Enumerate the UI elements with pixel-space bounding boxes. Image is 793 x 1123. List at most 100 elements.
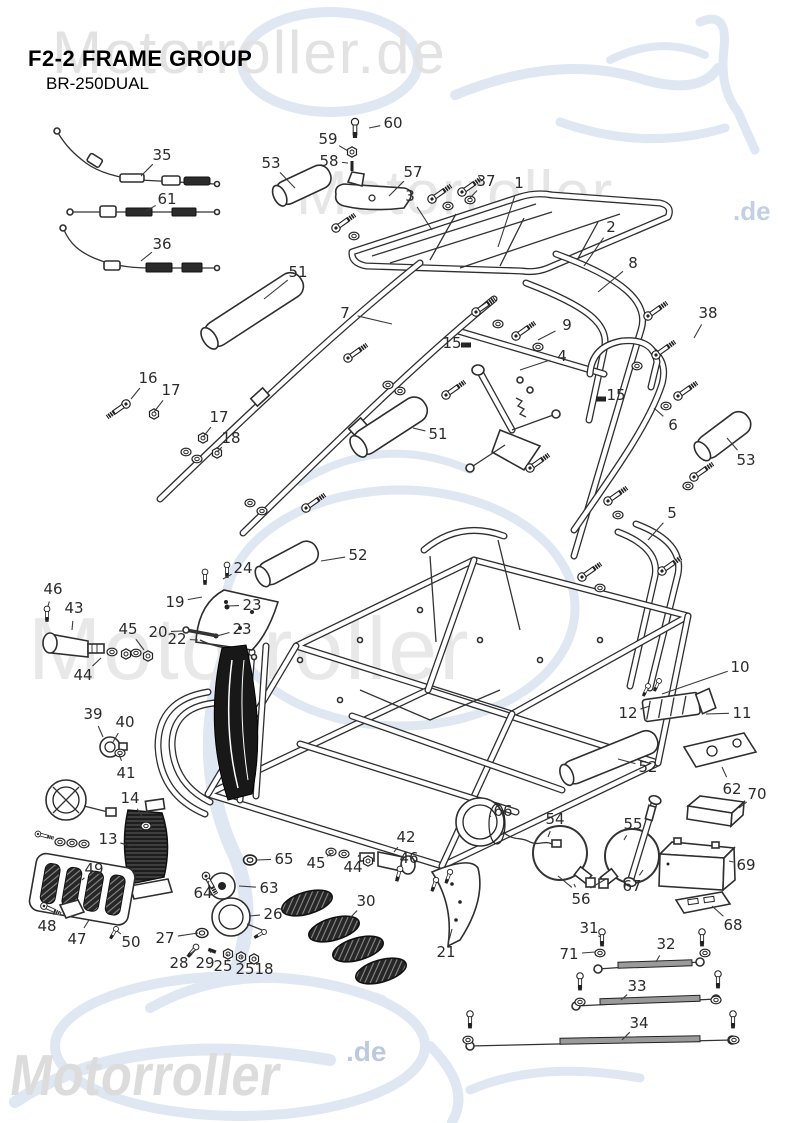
leader-line [216, 446, 223, 453]
leader-line [623, 835, 628, 841]
leader-line [120, 842, 131, 847]
leader-line [83, 919, 90, 929]
leader-line [222, 573, 232, 580]
cable-61 [66, 205, 221, 218]
plate-62 [682, 732, 758, 768]
leader-line [52, 911, 56, 915]
model-subtitle: BR-250DUAL [46, 74, 149, 93]
leader-line [357, 315, 393, 325]
leader-line [116, 930, 122, 935]
headlight-66 [455, 797, 562, 848]
leader-line [279, 171, 296, 189]
leader-line [256, 858, 272, 861]
front-cowl-panel [213, 644, 259, 801]
leader-line [47, 601, 50, 607]
leader-line [202, 426, 212, 438]
lamp-26-27 [195, 897, 268, 941]
leader-line [557, 875, 573, 888]
leader-line [320, 556, 346, 562]
watermark-bottom-de: .de [346, 1036, 387, 1067]
turn-signal-42-46 [325, 847, 416, 883]
hardware-washers-nuts [54, 195, 694, 965]
mesh-grille-ovals-30 [281, 889, 407, 985]
leader-line [388, 180, 405, 197]
leader-line [140, 251, 153, 262]
leader-line [400, 864, 403, 867]
leader-line [638, 869, 644, 876]
leader-line [547, 830, 551, 838]
leader-line [705, 712, 730, 715]
leader-line [135, 639, 145, 651]
leader-line [655, 955, 661, 963]
steering-support-4 [465, 364, 561, 473]
hardware-57-60 [346, 117, 360, 171]
luggage-rack-frame-1-3 [352, 194, 669, 272]
leader-line [112, 732, 119, 743]
leader-line [140, 163, 154, 177]
leader-line [711, 905, 724, 917]
leader-line [617, 758, 636, 765]
tie-rods-32-33-34 [462, 928, 740, 1051]
leader-line [583, 237, 605, 267]
leader-line [653, 407, 664, 417]
leader-line [597, 270, 624, 293]
leader-line [118, 753, 123, 761]
plate-68 [674, 891, 732, 914]
leader-line [357, 854, 360, 858]
leader-line [537, 330, 556, 341]
watermark-mid-de: .de [733, 196, 771, 226]
leader-line [209, 950, 212, 954]
footpeg-10-11-12 [640, 677, 717, 723]
bracket-57 [334, 171, 412, 211]
watermark-top: Motorroller.de [52, 19, 447, 86]
leader-line [338, 145, 349, 152]
leader-line [187, 596, 203, 601]
leader-line [416, 206, 433, 231]
leader-line [728, 860, 734, 863]
strap-loops-54-55-56 [532, 825, 660, 889]
leader-line [581, 951, 596, 954]
leader-line [92, 657, 102, 667]
leader-line [620, 994, 628, 1001]
leader-line [721, 766, 728, 778]
leader-line [226, 953, 229, 957]
leader-line [693, 324, 703, 339]
headlamp-41 [45, 779, 117, 821]
leader-lines [47, 125, 748, 1041]
leader-line [469, 190, 478, 199]
leader-line [207, 880, 210, 884]
leader-line [497, 195, 516, 248]
turn-signal-43-45 [42, 632, 154, 662]
leader-line [726, 437, 738, 451]
leader-line [177, 932, 199, 937]
leader-line [263, 279, 289, 300]
leader-line [598, 935, 601, 938]
leader-line [448, 928, 453, 940]
leader-line [738, 801, 748, 809]
leader-line [349, 910, 358, 919]
leader-line [647, 522, 664, 541]
leader-line [640, 705, 651, 710]
leader-line [188, 949, 196, 956]
leader-line [136, 808, 143, 817]
page-header: F2-2 FRAME GROUP BR-250DUAL [28, 46, 252, 94]
leader-line [71, 620, 74, 631]
leader-line [341, 161, 349, 164]
leader-line [573, 883, 577, 888]
main-chassis-frame-5 [158, 524, 688, 866]
leader-line [216, 631, 230, 637]
leader-line [97, 725, 104, 738]
pad-70 [686, 795, 746, 828]
fender-21 [428, 862, 481, 948]
leader-line [590, 878, 607, 889]
leader-line [393, 846, 399, 853]
leader-line [661, 670, 728, 695]
page-title: F2-2 FRAME GROUP [28, 46, 253, 71]
throttle-cable-35 [53, 127, 221, 188]
front-cage-tubes-7 [160, 263, 494, 533]
leader-line [368, 125, 381, 129]
leader-line [519, 359, 550, 371]
leader-line [621, 1031, 631, 1041]
